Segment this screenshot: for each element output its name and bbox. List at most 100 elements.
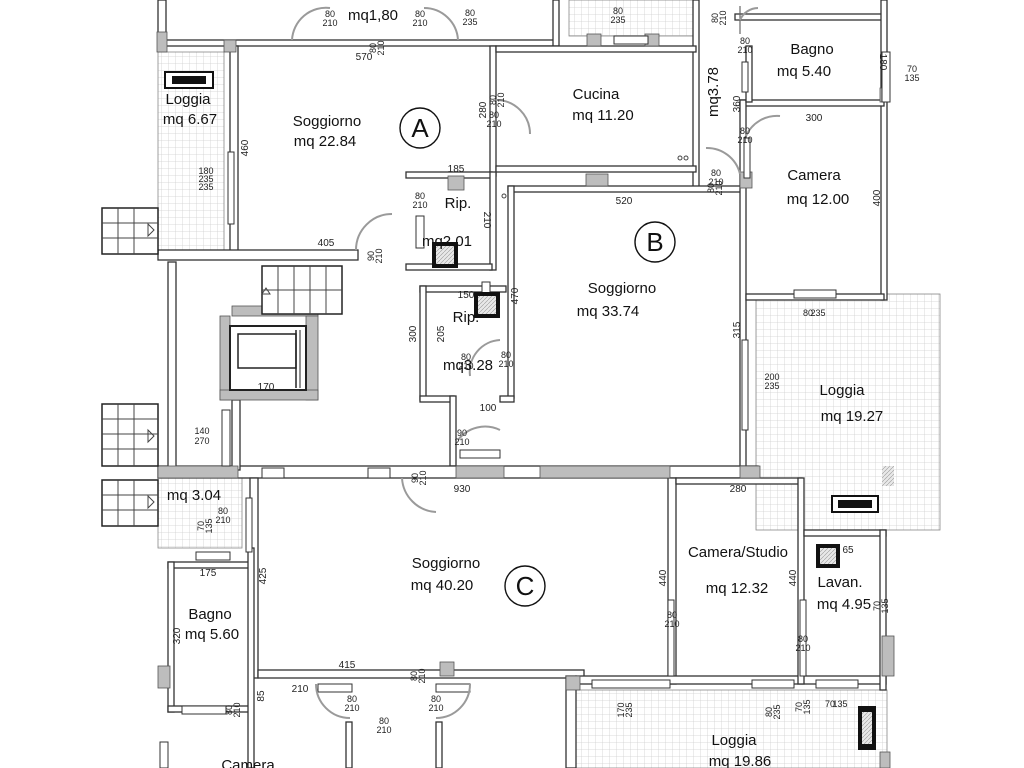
dimension: 315 bbox=[732, 321, 743, 338]
room-area: mq 12.00 bbox=[787, 191, 850, 208]
svg-text:210: 210 bbox=[428, 703, 443, 713]
room-name: Lavan. bbox=[817, 574, 862, 591]
room-name: Rip. bbox=[453, 309, 480, 326]
svg-text:80: 80 bbox=[803, 308, 813, 318]
svg-text:80: 80 bbox=[798, 634, 808, 644]
svg-text:210: 210 bbox=[418, 470, 428, 485]
svg-text:80: 80 bbox=[347, 694, 357, 704]
dimension: 70 bbox=[907, 64, 917, 74]
dimension: 415 bbox=[339, 660, 356, 671]
dimension: 400 bbox=[872, 189, 883, 206]
svg-text:80: 80 bbox=[461, 352, 471, 362]
dimension: 205 bbox=[436, 325, 447, 342]
svg-text:210: 210 bbox=[496, 92, 506, 107]
svg-text:80: 80 bbox=[218, 506, 228, 516]
svg-text:180: 180 bbox=[198, 166, 213, 176]
room-name: Bagno bbox=[790, 41, 833, 58]
svg-text:80: 80 bbox=[667, 610, 677, 620]
svg-text:210: 210 bbox=[376, 725, 391, 735]
svg-text:235: 235 bbox=[198, 182, 213, 192]
dimension: 270 bbox=[194, 436, 209, 446]
svg-text:80: 80 bbox=[710, 13, 720, 23]
room-name: Soggiorno bbox=[412, 555, 480, 572]
svg-text:210: 210 bbox=[486, 119, 501, 129]
svg-text:210: 210 bbox=[664, 619, 679, 629]
svg-text:80: 80 bbox=[488, 95, 498, 105]
svg-text:80: 80 bbox=[224, 705, 234, 715]
dimension: 460 bbox=[240, 139, 251, 156]
svg-text:210: 210 bbox=[458, 361, 473, 371]
room-area: mq 6.67 bbox=[163, 111, 217, 128]
stair-flight bbox=[101, 207, 343, 527]
room-name: Cucina bbox=[573, 86, 620, 103]
unit-label-b: B bbox=[646, 227, 663, 257]
dimension: 185 bbox=[448, 164, 465, 175]
svg-text:210: 210 bbox=[374, 248, 384, 263]
dimension: 440 bbox=[788, 569, 799, 586]
lift-shaft bbox=[229, 325, 307, 391]
room-area: mq 5.60 bbox=[185, 626, 239, 643]
dimension: 470 bbox=[510, 287, 521, 304]
room-area: mq 19.27 bbox=[821, 408, 884, 425]
dimension: 85 bbox=[256, 690, 267, 702]
dimension: 425 bbox=[258, 567, 269, 584]
svg-text:80: 80 bbox=[489, 110, 499, 120]
svg-text:210: 210 bbox=[737, 135, 752, 145]
svg-text:210: 210 bbox=[232, 702, 242, 717]
svg-text:210: 210 bbox=[498, 359, 513, 369]
dimension: 405 bbox=[318, 238, 335, 249]
room-name: Bagno bbox=[188, 606, 231, 623]
dimension: 100 bbox=[480, 403, 497, 414]
room-area: mq 22.84 bbox=[294, 133, 357, 150]
dimension: 170 bbox=[258, 382, 275, 393]
svg-text:80: 80 bbox=[415, 9, 425, 19]
dimension: 235 bbox=[198, 174, 213, 184]
svg-text:80: 80 bbox=[711, 168, 721, 178]
dimension: 210 bbox=[481, 212, 492, 229]
dimension: 140 bbox=[194, 426, 209, 436]
room-area: mq 4.95 bbox=[817, 596, 871, 613]
dimension: 135 bbox=[904, 73, 919, 83]
room-name: Loggia bbox=[819, 382, 865, 399]
svg-text:235: 235 bbox=[610, 15, 625, 25]
room-area: mq 40.20 bbox=[411, 577, 474, 594]
dimension: 930 bbox=[454, 484, 471, 495]
room-name: Camera/Studio bbox=[688, 544, 788, 561]
dimension: 320 bbox=[172, 627, 183, 644]
room-area: mq3.28 bbox=[443, 357, 493, 374]
svg-text:135: 135 bbox=[204, 518, 214, 533]
svg-text:210: 210 bbox=[737, 45, 752, 55]
svg-text:80: 80 bbox=[706, 183, 716, 193]
room-area: mq 3.04 bbox=[167, 487, 221, 504]
dimension: 360 bbox=[732, 95, 743, 112]
svg-text:70: 70 bbox=[825, 699, 835, 709]
svg-text:70: 70 bbox=[872, 601, 882, 611]
unit-label-a: A bbox=[411, 113, 429, 143]
svg-text:210: 210 bbox=[412, 18, 427, 28]
room-name: Loggia bbox=[165, 91, 211, 108]
door-swings bbox=[291, 6, 781, 719]
svg-text:235: 235 bbox=[810, 308, 825, 318]
